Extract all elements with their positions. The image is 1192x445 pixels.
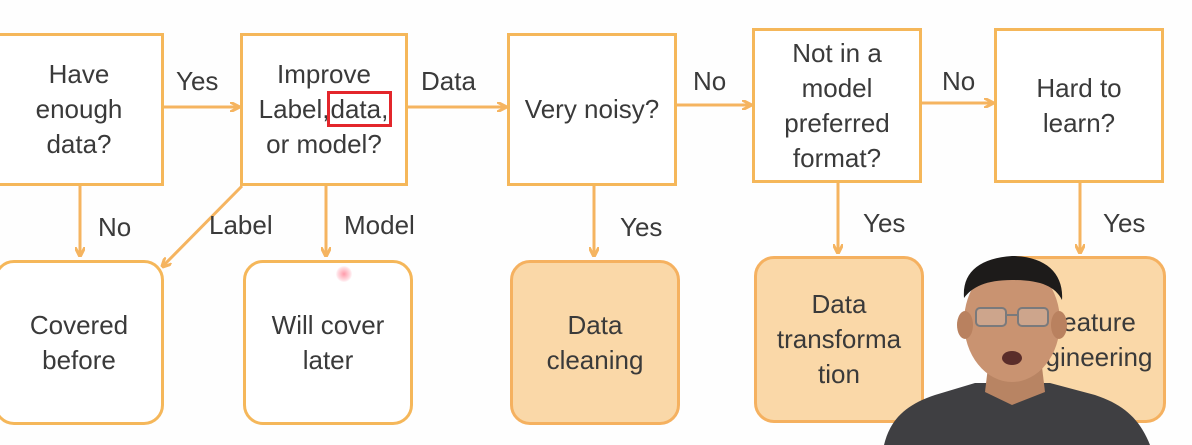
- highlight-data: data,: [326, 91, 393, 127]
- edge-label-model: Model: [344, 210, 415, 240]
- node-text: Not in a: [792, 37, 882, 68]
- node-covered-before: Covered before: [0, 260, 164, 425]
- node-text: model: [801, 72, 873, 103]
- edge-label-data: Data: [421, 66, 476, 96]
- node-text: Data: [567, 309, 623, 340]
- node-text: Very noisy?: [524, 94, 660, 124]
- edge-label-yes: Yes: [620, 212, 663, 242]
- node-text: eature: [1062, 306, 1136, 337]
- node-text: Improve: [277, 59, 371, 89]
- edge-label-no: No: [693, 66, 727, 96]
- node-text: gineering: [1045, 341, 1153, 372]
- laser-pointer-dot: [336, 266, 352, 282]
- node-text: Will cover: [271, 309, 385, 340]
- node-data-cleaning: Data cleaning: [510, 260, 680, 425]
- node-hard-to-learn: Hard to learn?: [994, 28, 1164, 183]
- edge-label-label: Label: [209, 210, 273, 240]
- node-text: before: [42, 344, 116, 375]
- node-text: Data: [811, 289, 867, 319]
- node-data-transformation: Data transforma tion: [754, 256, 924, 423]
- node-feature-engineering: eature gineering: [996, 256, 1166, 423]
- node-text: Label,: [258, 94, 330, 124]
- node-text: or model?: [266, 129, 382, 159]
- edge-label-yes: Yes: [176, 66, 219, 96]
- edge-label-yes: Yes: [863, 208, 906, 238]
- node-text: data?: [46, 129, 112, 159]
- node-have-enough-data: Have enough data?: [0, 33, 164, 186]
- arrow-label-to-covered: [163, 184, 244, 266]
- edge-label-no: No: [942, 66, 976, 96]
- node-text: Hard to: [1036, 72, 1122, 103]
- node-will-cover-later: Will cover later: [243, 260, 413, 425]
- node-text: format?: [792, 142, 882, 173]
- node-improve: Improve Label,data, or model?: [240, 33, 408, 186]
- node-text: preferred: [784, 107, 890, 138]
- node-very-noisy: Very noisy?: [507, 33, 677, 186]
- node-text: cleaning: [546, 344, 644, 375]
- node-text: enough: [35, 94, 123, 124]
- node-text: later: [302, 344, 354, 375]
- node-preferred-format: Not in a model preferred format?: [752, 28, 922, 183]
- edge-label-yes: Yes: [1103, 208, 1146, 238]
- node-text: Covered: [29, 309, 129, 340]
- node-text: transforma: [776, 324, 902, 354]
- node-text: learn?: [1042, 107, 1116, 138]
- node-text: tion: [818, 359, 860, 389]
- edge-label-no: No: [98, 212, 132, 242]
- node-text: Have: [48, 59, 110, 89]
